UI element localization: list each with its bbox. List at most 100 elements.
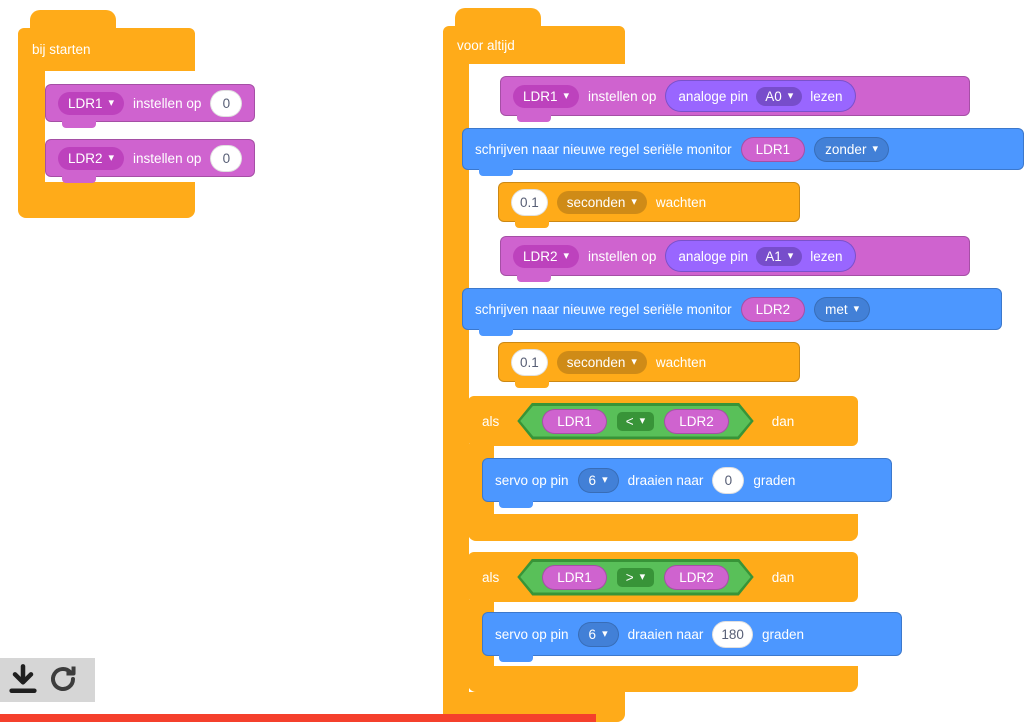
red-status-bar: [0, 714, 596, 722]
pin-dropdown[interactable]: 6 ▾: [577, 467, 619, 493]
reporter-label: analoge pin: [678, 88, 749, 104]
set-variable-block[interactable]: LDR2 ▾ instellen op analoge pin A1 ▾ lez…: [500, 236, 970, 282]
set-variable-block[interactable]: LDR2 ▾ instellen op 0: [45, 139, 256, 183]
value-input[interactable]: 0: [210, 89, 243, 117]
when-started-block[interactable]: bij starten: [18, 28, 195, 71]
if-label: als: [482, 413, 500, 429]
variable-dropdown[interactable]: LDR1 ▾: [513, 84, 580, 108]
servo-block[interactable]: servo op pin 6 ▾ draaien naar 180 graden: [482, 612, 902, 662]
block-label: draaien naar: [627, 472, 704, 488]
operator-dropdown[interactable]: < ▾: [617, 412, 654, 431]
condition-boolean[interactable]: LDR1 < ▾ LDR2: [517, 403, 753, 440]
variable-name: LDR1: [523, 88, 558, 104]
footer-panel: [0, 658, 95, 702]
download-button[interactable]: [6, 663, 40, 697]
operator-dropdown[interactable]: > ▾: [617, 568, 654, 587]
condition-boolean[interactable]: LDR1 > ▾ LDR2: [517, 559, 753, 596]
wait-value-input[interactable]: 0.1: [511, 348, 548, 376]
variable-name: LDR2: [523, 248, 558, 264]
analog-read-reporter[interactable]: analoge pin A0 ▾ lezen: [665, 80, 856, 112]
variable-reporter[interactable]: LDR1: [542, 409, 607, 434]
wait-value-input[interactable]: 0.1: [511, 188, 548, 216]
block-label: wachten: [655, 354, 707, 370]
block-label: graden: [753, 472, 796, 488]
reporter-label: analoge pin: [678, 248, 749, 264]
chevron-down-icon: ▾: [563, 249, 570, 262]
chevron-down-icon: ▾: [602, 473, 608, 486]
chevron-down-icon: ▾: [639, 414, 646, 427]
block-label: graden: [761, 626, 804, 642]
unit-dropdown[interactable]: seconden ▾: [556, 190, 647, 214]
then-label: dan: [771, 413, 795, 429]
c-block-bottom: [468, 666, 858, 692]
c-block-spine: [18, 70, 45, 184]
operator-value: <: [625, 413, 634, 429]
analog-read-reporter[interactable]: analoge pin A1 ▾ lezen: [665, 240, 856, 272]
variable-dropdown[interactable]: LDR2 ▾: [58, 146, 125, 170]
mode-value: met: [825, 301, 848, 317]
block-label: wachten: [655, 194, 707, 210]
block-top-tab: [455, 8, 541, 26]
variable-dropdown[interactable]: LDR2 ▾: [513, 244, 580, 268]
refresh-icon: [51, 666, 76, 691]
variable-dropdown[interactable]: LDR1 ▾: [58, 91, 125, 115]
degrees-input[interactable]: 180: [712, 620, 753, 648]
block-label: draaien naar: [627, 626, 704, 642]
serial-write-block[interactable]: schrijven naar nieuwe regel seriële moni…: [462, 128, 1024, 176]
chevron-down-icon: ▾: [853, 302, 860, 315]
set-variable-block[interactable]: LDR1 ▾ instellen op analoge pin A0 ▾ lez…: [500, 76, 970, 122]
variable-reporter[interactable]: LDR1: [542, 565, 607, 590]
block-label: schrijven naar nieuwe regel seriële moni…: [475, 141, 732, 157]
c-block-bottom: [468, 514, 858, 541]
block-label: servo op pin: [495, 626, 569, 642]
variable-name: LDR1: [68, 95, 103, 111]
pin-dropdown[interactable]: 6 ▾: [577, 621, 619, 647]
if-label: als: [482, 569, 500, 585]
pin-value: 6: [588, 626, 597, 642]
pin-dropdown[interactable]: A1 ▾: [756, 246, 803, 266]
chevron-down-icon: ▾: [872, 142, 878, 155]
block-label: schrijven naar nieuwe regel seriële moni…: [475, 301, 732, 317]
reporter-label: lezen: [810, 248, 843, 264]
download-icon: [9, 664, 37, 693]
wait-block[interactable]: 0.1 seconden ▾ wachten: [498, 182, 800, 228]
block-label: instellen op: [133, 95, 202, 111]
pin-value: 6: [588, 472, 597, 488]
chevron-down-icon: ▾: [108, 96, 115, 109]
pin-value: A1: [765, 248, 782, 264]
mode-dropdown[interactable]: zonder ▾: [814, 136, 889, 162]
block-label: instellen op: [133, 150, 202, 166]
block-label: servo op pin: [495, 472, 569, 488]
variable-reporter[interactable]: LDR2: [664, 565, 729, 590]
block-label: bij starten: [32, 42, 91, 57]
wait-block[interactable]: 0.1 seconden ▾ wachten: [498, 342, 800, 388]
set-variable-block[interactable]: LDR1 ▾ instellen op 0: [45, 84, 256, 128]
chevron-down-icon: ▾: [602, 627, 608, 640]
block-label: instellen op: [588, 88, 657, 104]
pin-value: A0: [765, 88, 782, 104]
chevron-down-icon: ▾: [639, 570, 646, 583]
operator-value: >: [625, 569, 634, 585]
if-block[interactable]: als LDR1 > ▾ LDR2 dan: [468, 552, 858, 602]
variable-reporter[interactable]: LDR1: [740, 136, 806, 162]
chevron-down-icon: ▾: [787, 249, 794, 262]
variable-reporter[interactable]: LDR2: [664, 409, 729, 434]
value-input[interactable]: 0: [210, 144, 243, 172]
c-block-bottom: [18, 182, 195, 218]
unit-value: seconden: [566, 194, 626, 210]
forever-block[interactable]: voor altijd: [443, 26, 625, 64]
chevron-down-icon: ▾: [787, 89, 794, 102]
unit-dropdown[interactable]: seconden ▾: [556, 350, 647, 374]
servo-block[interactable]: servo op pin 6 ▾ draaien naar 0 graden: [482, 458, 892, 508]
if-block[interactable]: als LDR1 < ▾ LDR2 dan: [468, 396, 858, 446]
unit-value: seconden: [566, 354, 626, 370]
variable-reporter[interactable]: LDR2: [740, 296, 806, 322]
chevron-down-icon: ▾: [631, 195, 637, 208]
refresh-button[interactable]: [46, 663, 80, 697]
mode-dropdown[interactable]: met ▾: [814, 296, 871, 322]
block-label: voor altijd: [457, 37, 515, 53]
block-label: instellen op: [588, 248, 657, 264]
serial-write-block[interactable]: schrijven naar nieuwe regel seriële moni…: [462, 288, 1002, 336]
degrees-input[interactable]: 0: [712, 466, 745, 494]
pin-dropdown[interactable]: A0 ▾: [756, 86, 803, 106]
